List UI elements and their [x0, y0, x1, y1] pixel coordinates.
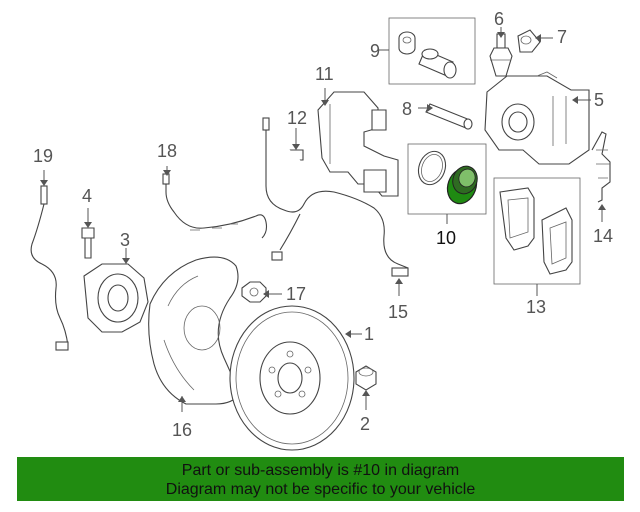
part-11-caliper-bracket[interactable]	[317, 91, 399, 197]
callout-9: 9	[370, 41, 380, 61]
part-13-brake-pads[interactable]	[493, 177, 581, 285]
callout-18: 18	[157, 141, 177, 161]
part-9-guide-pin-kit[interactable]	[388, 17, 476, 85]
part-3-wheel-hub[interactable]	[83, 263, 149, 333]
callout-7: 7	[557, 27, 567, 47]
part-10-piston-seal-kit[interactable]	[407, 143, 487, 215]
callout-17: 17	[286, 284, 306, 304]
callout-6: 6	[494, 9, 504, 29]
callout-3: 3	[120, 230, 130, 250]
part-7-bleeder-cap[interactable]	[517, 29, 541, 53]
part-19-abs-sensor[interactable]	[30, 185, 69, 351]
callout-5: 5	[594, 90, 604, 110]
callout-14: 14	[593, 226, 613, 246]
callout-8: 8	[402, 99, 412, 119]
part-18-wear-sensor[interactable]	[162, 173, 268, 239]
banner-line-2: Diagram may not be specific to your vehi…	[165, 481, 476, 498]
callout-10: 10	[436, 228, 456, 248]
callout-13: 13	[526, 297, 546, 317]
part-2-rotor-screw[interactable]	[355, 365, 377, 391]
callout-1: 1	[364, 324, 374, 344]
callout-16: 16	[172, 420, 192, 440]
part-16-dust-shield[interactable]	[148, 256, 241, 405]
callout-19: 19	[33, 146, 53, 166]
callout-2: 2	[360, 414, 370, 434]
part-15-wear-sensor[interactable]	[262, 117, 409, 277]
part-1-brake-rotor[interactable]	[229, 305, 355, 451]
part-14-anti-rattle-clip[interactable]	[591, 131, 611, 203]
callout-15: 15	[388, 302, 408, 322]
part-6-bleeder-screw[interactable]	[489, 33, 513, 77]
callout-4: 4	[82, 186, 92, 206]
info-banner: Part or sub-assembly is #10 in diagram D…	[17, 457, 624, 501]
part-4-wheel-bolt[interactable]	[81, 227, 95, 259]
banner-line-1: Part or sub-assembly is #10 in diagram	[181, 462, 460, 479]
part-8-guide-pin[interactable]	[425, 103, 473, 130]
part-17-bolt[interactable]	[241, 281, 267, 303]
callout-12: 12	[287, 108, 307, 128]
callout-11: 11	[315, 64, 334, 84]
brake-assembly-diagram: 9 6 7 8 5 11	[30, 9, 613, 451]
part-5-caliper[interactable]	[484, 71, 590, 165]
